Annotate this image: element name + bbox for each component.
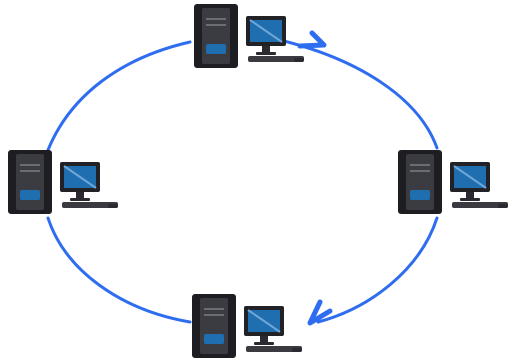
computer-node-bottom	[188, 290, 316, 362]
arrowhead-top-right	[297, 30, 327, 49]
desktop-computer-icon	[194, 4, 304, 68]
link-left-to-top	[46, 40, 192, 152]
computer-node-top	[190, 0, 318, 72]
link-bottom-to-left	[46, 216, 192, 324]
desktop-computer-icon	[398, 150, 508, 214]
computer-node-left	[4, 146, 132, 218]
arrowhead-bottom	[307, 299, 333, 326]
link-top-to-right	[260, 34, 439, 150]
computer-node-right	[394, 146, 516, 218]
desktop-computer-icon	[8, 150, 118, 214]
desktop-computer-icon	[192, 294, 302, 358]
link-right-to-bottom	[316, 216, 439, 324]
